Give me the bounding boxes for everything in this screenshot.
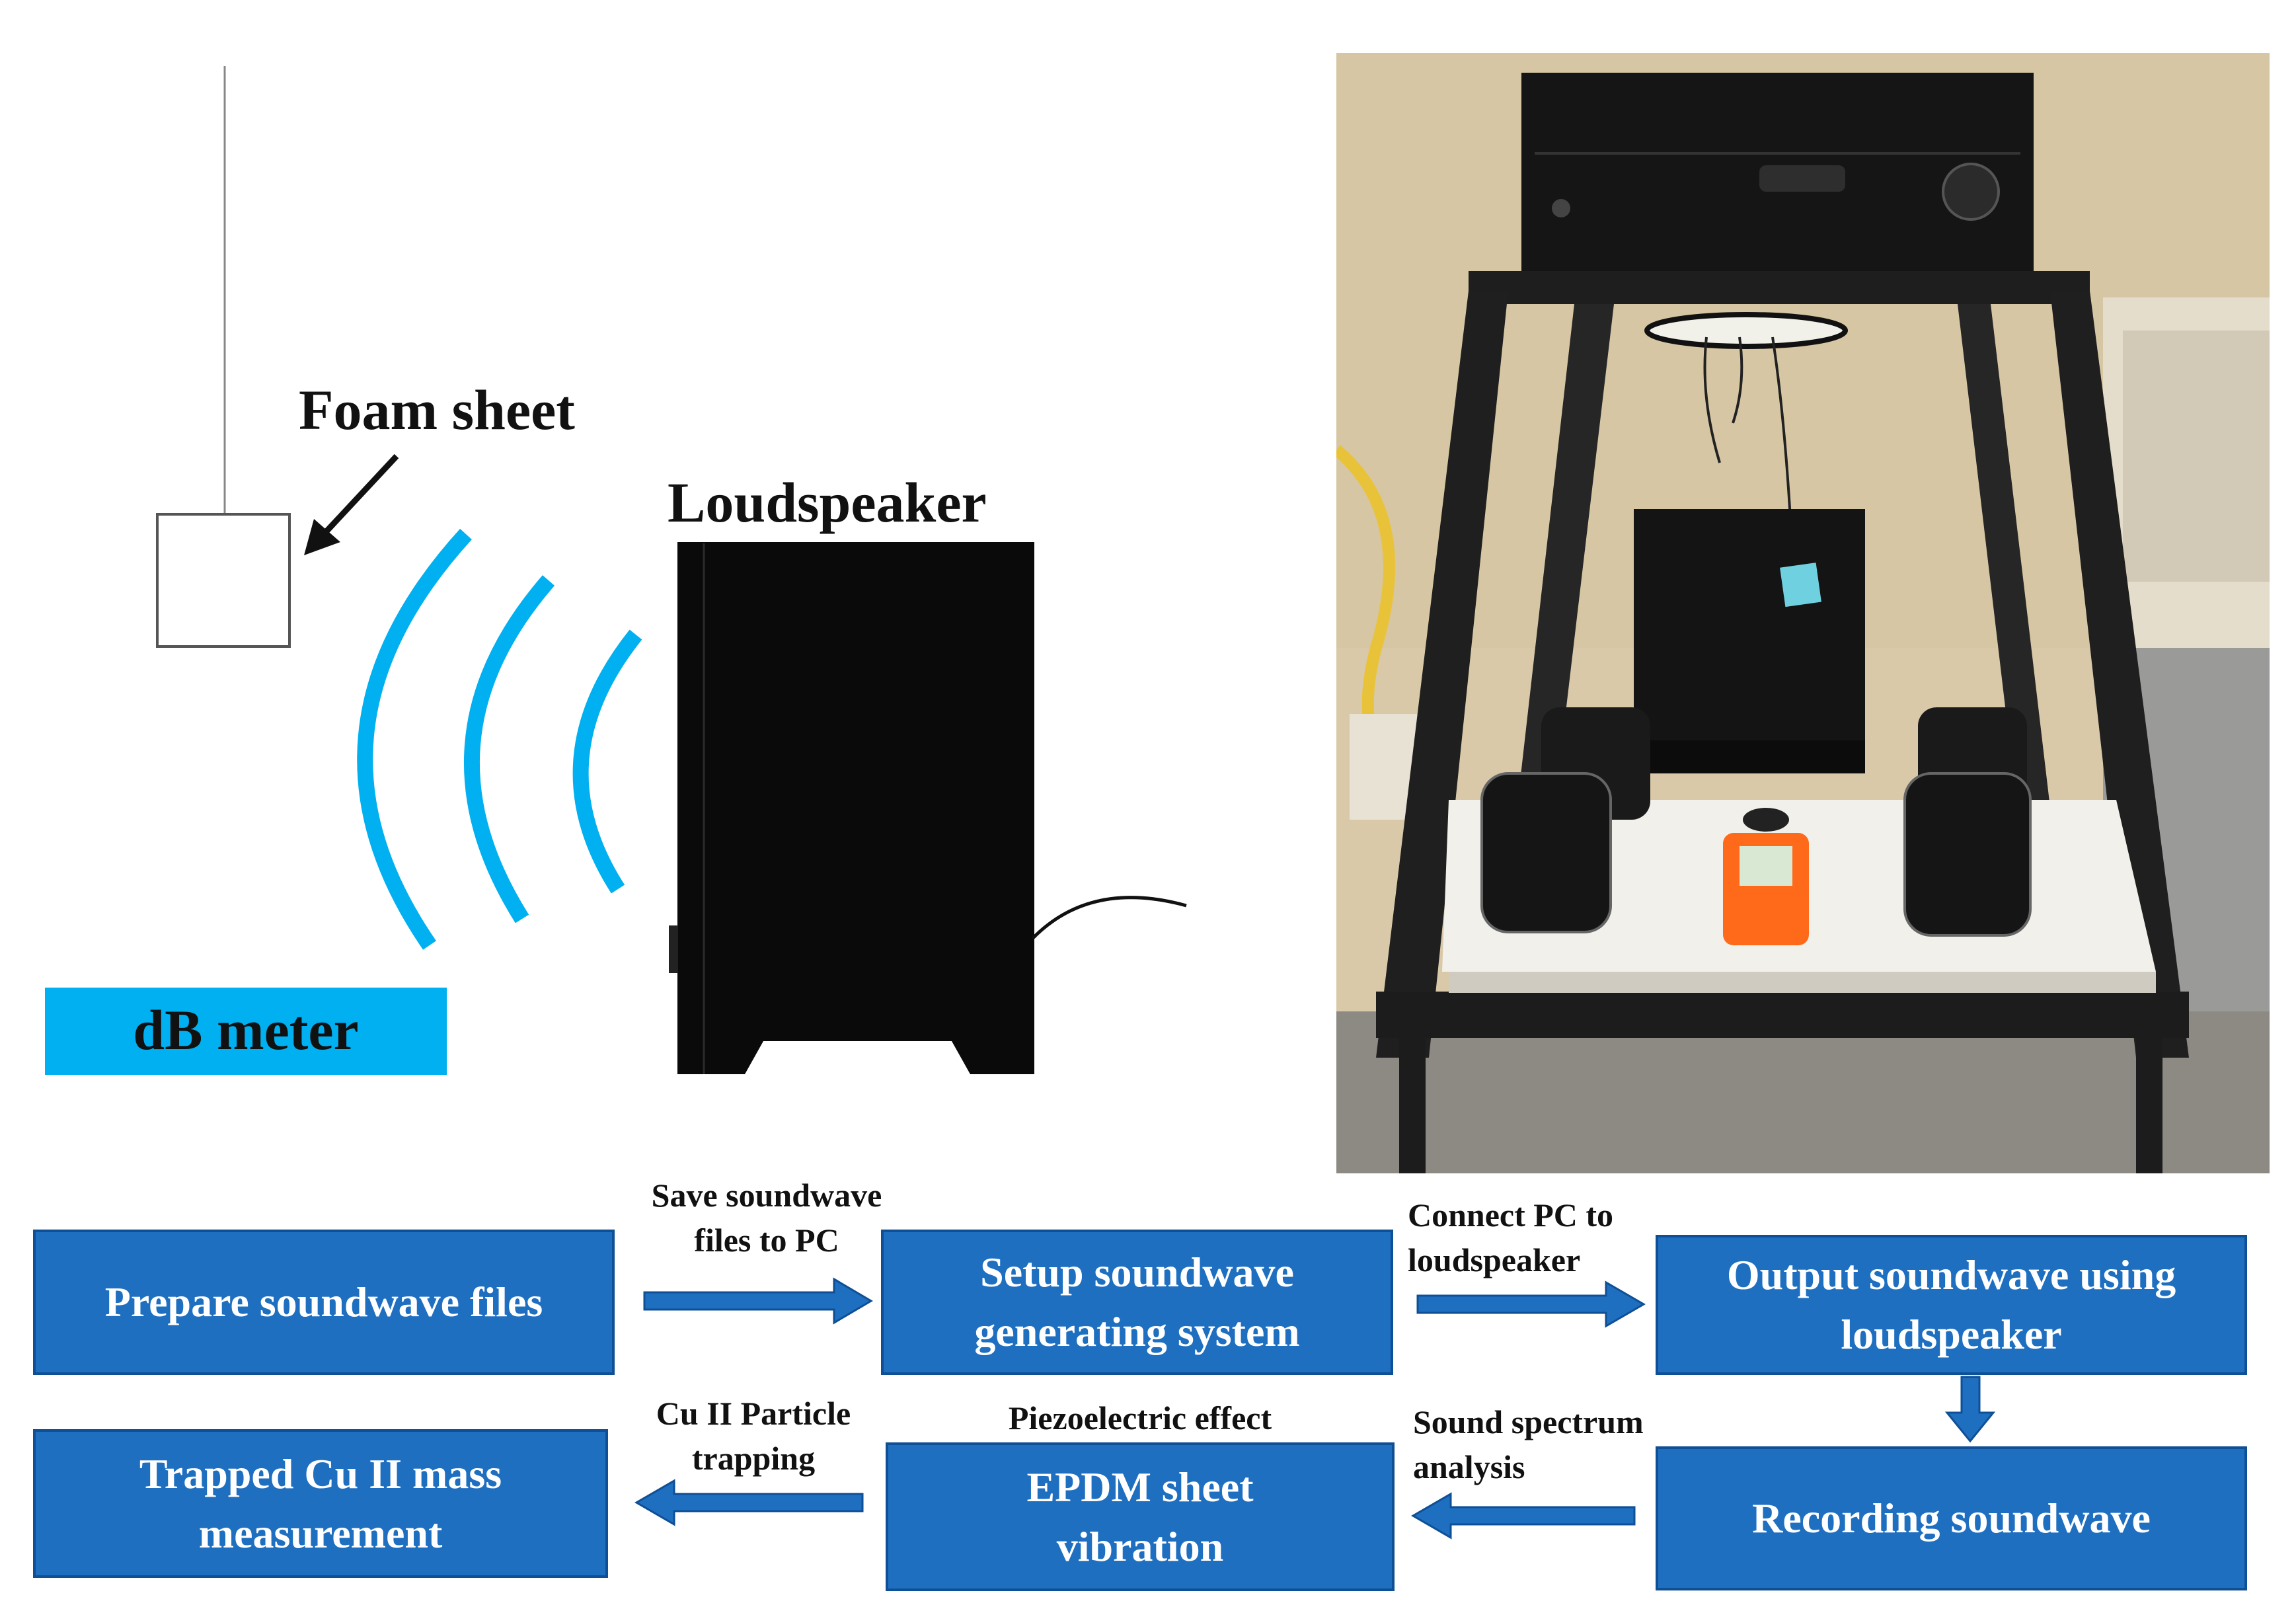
label-spectrum-line2: analysis <box>1413 1448 1525 1485</box>
label-cu-line2: trapping <box>691 1439 816 1477</box>
label-connect-line2: loudspeaker <box>1408 1241 1581 1278</box>
arrow-recording-to-epdm <box>1411 1492 1636 1540</box>
flow-box-setup-line2: generating system <box>974 1308 1300 1355</box>
photo-subwoofer <box>1634 509 1865 760</box>
label-piezoelectric: Piezoelectric effect <box>1008 1399 1272 1436</box>
loudspeaker-label: Loudspeaker <box>668 471 987 534</box>
loudspeaker-switch <box>669 925 678 973</box>
flow-box-trapped-line2: measurement <box>198 1509 443 1557</box>
flow-box-output-line1: Output soundwave using <box>1726 1251 2176 1299</box>
flow-box-trapped: Trapped Cu II mass measurement <box>33 1429 608 1578</box>
label-save-line1: Save soundwave <box>651 1177 882 1214</box>
flow-box-recording: Recording soundwave <box>1656 1446 2247 1590</box>
flow-box-output-line2: loudspeaker <box>1841 1311 2062 1358</box>
flow-box-recording-text: Recording soundwave <box>1752 1495 2151 1542</box>
flow-box-setup: Setup soundwave generating system <box>881 1230 1393 1375</box>
speaker-cable <box>1031 896 1187 940</box>
sound-wave-large <box>357 528 472 950</box>
foam-arrow-head <box>304 519 340 555</box>
foam-sheet <box>156 513 291 648</box>
label-save-line2: files to PC <box>694 1221 839 1259</box>
flow-box-prepare-text: Prepare soundwave files <box>104 1278 543 1326</box>
flow-box-setup-line1: Setup soundwave <box>980 1249 1294 1296</box>
flow-box-prepare: Prepare soundwave files <box>33 1230 615 1375</box>
label-cu-line1: Cu II Particle <box>656 1395 851 1432</box>
label-spectrum-line1: Sound spectrum <box>1413 1403 1644 1440</box>
label-connect-pc: Connect PC to loudspeaker <box>1408 1193 1685 1282</box>
arrow-output-to-recording <box>1944 1376 1996 1443</box>
sound-wave-small <box>572 629 642 894</box>
db-meter-label: dB meter <box>133 998 359 1062</box>
flow-box-trapped-line1: Trapped Cu II mass <box>139 1450 502 1497</box>
flow-box-epdm-line2: vibration <box>1056 1522 1224 1570</box>
arrow-epdm-to-trapped <box>634 1479 864 1526</box>
sound-wave-medium <box>463 575 555 923</box>
arrow-setup-to-output <box>1416 1280 1646 1328</box>
lab-setup-photo <box>1336 53 2270 1173</box>
label-cu-trapping: Cu II Particle trapping <box>611 1391 896 1481</box>
schematic-diagram <box>45 66 1187 1075</box>
label-save-files: Save soundwave files to PC <box>595 1173 938 1263</box>
label-connect-line1: Connect PC to <box>1408 1196 1614 1234</box>
label-spectrum-analysis: Sound spectrum analysis <box>1413 1400 1710 1489</box>
flow-box-output: Output soundwave using loudspeaker <box>1656 1235 2247 1375</box>
loudspeaker-body <box>677 542 1034 1074</box>
photo-stand-frame <box>1469 271 2090 304</box>
foam-arrow-line <box>321 453 399 537</box>
db-meter-bar <box>45 988 447 1075</box>
foam-sheet-label: Foam sheet <box>299 378 575 442</box>
flow-box-epdm: EPDM sheet vibration <box>886 1442 1395 1591</box>
flow-box-epdm-line1: EPDM sheet <box>1026 1463 1254 1510</box>
arrow-prepare-to-setup <box>643 1277 873 1325</box>
